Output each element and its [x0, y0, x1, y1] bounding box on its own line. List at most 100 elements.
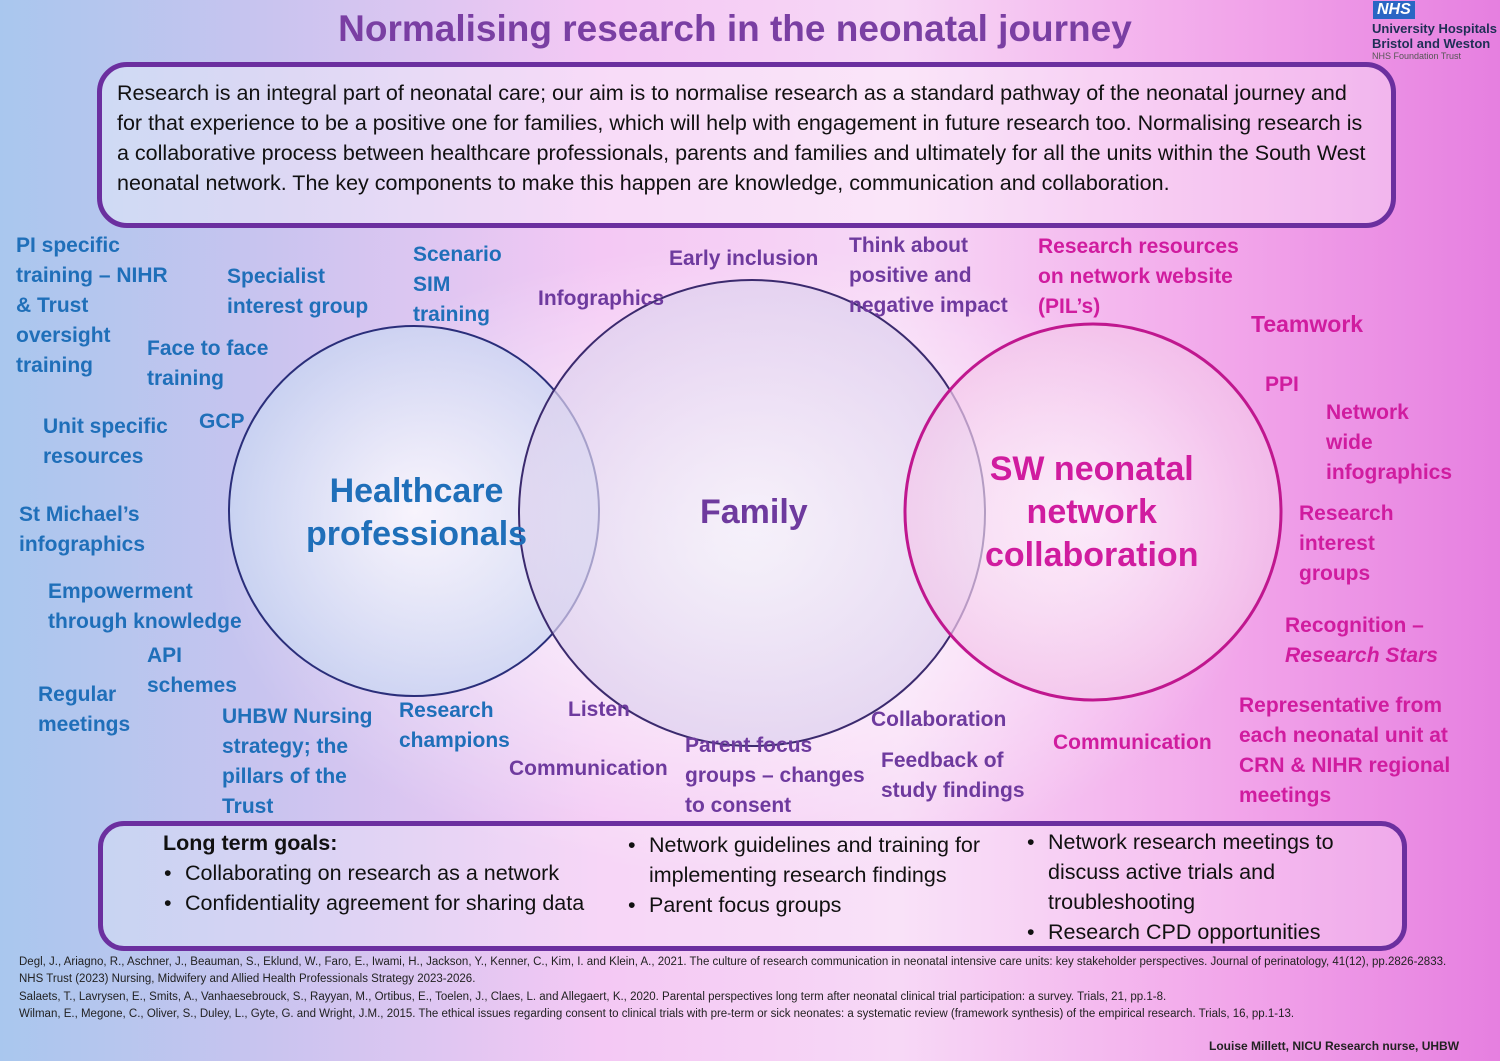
impact-label: Think about positive and negative impact — [849, 231, 1008, 321]
goal-item: Collaborating on research as a network — [164, 858, 603, 888]
family-communication-label: Communication — [509, 757, 668, 780]
network-infographics-label: Network wide infographics — [1326, 398, 1452, 488]
label-line: Regular — [38, 683, 117, 706]
label-line: meetings — [1239, 784, 1332, 807]
label-line: Research — [1299, 502, 1394, 525]
label-line: strategy; the — [222, 735, 349, 758]
label-line: (PIL’s) — [1038, 295, 1101, 318]
label-line: resources — [43, 445, 144, 468]
label-line: training — [413, 303, 490, 326]
label-line: oversight — [16, 324, 111, 347]
label-line: groups – changes — [685, 764, 865, 787]
network-communication-label: Communication — [1053, 731, 1212, 754]
label-line: through knowledge — [48, 610, 242, 633]
sim-training-label: Scenario SIM training — [413, 240, 502, 330]
reference-item: Salaets, T., Lavrysen, E., Smits, A., Va… — [19, 990, 1167, 1003]
label-line: meetings — [38, 713, 131, 736]
label-line: Trust — [222, 795, 274, 818]
label-line: positive and — [849, 264, 972, 287]
goals-title: Long term goals: — [163, 831, 338, 855]
label-line: API — [147, 644, 183, 667]
research-champions-label: Research champions — [399, 696, 510, 756]
reference-item: Wilman, E., Megone, C., Oliver, S., Dule… — [19, 1007, 1295, 1020]
label-line: Research resources — [1038, 235, 1239, 258]
reference-item: NHS Trust (2023) Nursing, Midwifery and … — [19, 973, 476, 986]
label-line: PI specific — [16, 234, 120, 257]
pi-training-label: PI specific training – NIHR & Trust over… — [16, 231, 168, 381]
label-line: study findings — [881, 779, 1025, 802]
early-inclusion-label: Early inclusion — [669, 247, 819, 270]
label-line: training — [16, 354, 93, 377]
goal-item: Network research meetings to discuss act… — [1027, 827, 1371, 917]
nhs-badge: NHS — [1373, 1, 1415, 19]
label-line: on network website — [1038, 265, 1233, 288]
goals-column-3: Network research meetings to discuss act… — [1026, 827, 1371, 947]
unit-resources-label: Unit specific resources — [43, 412, 168, 472]
specialist-interest-label: Specialist interest group — [227, 262, 368, 322]
regular-meetings-label: Regular meetings — [38, 680, 130, 740]
family-title: Family — [700, 493, 808, 531]
label-line: CRN & NIHR regional — [1239, 754, 1451, 777]
label-line: Network — [1326, 401, 1409, 424]
label-line: pillars of the — [222, 765, 347, 788]
research-interest-groups-label: Research interest groups — [1299, 499, 1394, 589]
network-title: SW neonatal network collaboration — [985, 448, 1198, 577]
label-line: Research — [399, 699, 494, 722]
label-line: infographics — [1326, 461, 1453, 484]
network-title-line: network — [1026, 493, 1157, 531]
label-line: infographics — [19, 533, 146, 556]
label-line: Face to face — [147, 337, 269, 360]
label-line: Feedback of — [881, 749, 1004, 772]
logo-line-3: NHS Foundation Trust — [1372, 51, 1462, 61]
uhbw-strategy-label: UHBW Nursing strategy; the pillars of th… — [222, 702, 373, 822]
listen-label: Listen — [568, 698, 630, 721]
label-line: negative impact — [849, 294, 1008, 317]
parent-focus-label: Parent focus groups – changes to consent — [685, 731, 865, 821]
nhs-logo: NHS University Hospitals Bristol and Wes… — [1370, 0, 1500, 62]
label-line: Specialist — [227, 265, 326, 288]
logo-line-1: University Hospitals — [1372, 21, 1497, 36]
healthcare-title-line: professionals — [306, 515, 528, 553]
label-line: UHBW Nursing — [222, 705, 373, 728]
goal-item: Confidentiality agreement for sharing da… — [164, 888, 603, 918]
label-line: Recognition – — [1285, 614, 1424, 637]
label-line: Parent focus — [685, 734, 813, 757]
infographics-label: Infographics — [538, 287, 665, 310]
goal-item: Research CPD opportunities — [1027, 917, 1371, 947]
label-line: Think about — [849, 234, 968, 257]
poster-title: Normalising research in the neonatal jou… — [338, 8, 1132, 49]
collaboration-label: Collaboration — [871, 708, 1007, 731]
st-michaels-label: St Michael’s infographics — [19, 500, 145, 560]
face-to-face-label: Face to face training — [147, 334, 268, 394]
label-line: training – NIHR — [16, 264, 168, 287]
author-credit: Louise Millett, NICU Research nurse, UHB… — [1209, 1039, 1460, 1053]
network-title-line: collaboration — [985, 536, 1199, 574]
label-line: to consent — [685, 794, 792, 817]
feedback-label: Feedback of study findings — [881, 746, 1025, 806]
label-line: each neonatal unit at — [1239, 724, 1448, 747]
teamwork-label: Teamwork — [1251, 311, 1364, 337]
label-line: interest — [1299, 532, 1375, 555]
network-circle — [903, 322, 1283, 702]
empowerment-label: Empowerment through knowledge — [48, 577, 242, 637]
ppi-label: PPI — [1265, 373, 1299, 396]
label-line: Representative from — [1239, 694, 1443, 717]
intro-box: Research is an integral part of neonatal… — [97, 62, 1396, 228]
label-line: Scenario — [413, 243, 502, 266]
healthcare-title-line: Healthcare — [329, 472, 504, 510]
network-title-line: SW neonatal — [989, 450, 1194, 488]
references: Degl, J., Ariagno, R., Aschner, J., Beau… — [19, 954, 1459, 1023]
label-line: training — [147, 367, 224, 390]
research-stars-text: Research Stars — [1285, 644, 1438, 667]
goal-item: Network guidelines and training for impl… — [628, 830, 987, 890]
label-line: St Michael’s — [19, 503, 140, 526]
label-line: wide — [1326, 431, 1373, 454]
label-line: schemes — [147, 674, 237, 697]
healthcare-title: Healthcare professionals — [306, 470, 527, 556]
label-line: groups — [1299, 562, 1371, 585]
api-schemes-label: API schemes — [147, 641, 237, 701]
recognition-label: Recognition – Research Stars — [1285, 611, 1438, 671]
reference-item: Degl, J., Ariagno, R., Aschner, J., Beau… — [19, 956, 1447, 968]
label-line: SIM — [413, 273, 451, 296]
